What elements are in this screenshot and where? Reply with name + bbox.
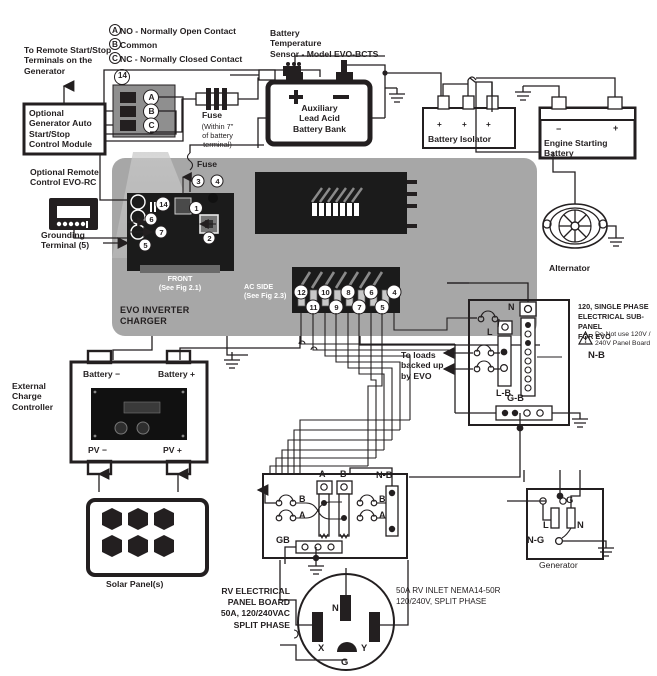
ac-terminal-7: 7 xyxy=(357,303,362,312)
ac-terminal-11: 11 xyxy=(309,303,318,312)
fuse-battery-note: (Within 7" of battery terminal) xyxy=(201,122,234,150)
rv-breaker-a-right: A xyxy=(379,510,386,520)
front-view-label: FRONT (See Fig 2.1) xyxy=(158,274,202,292)
ac-terminal-9: 9 xyxy=(334,303,339,312)
ac-terminal-5: 5 xyxy=(380,303,385,312)
inlet-terminal-y: Y xyxy=(361,642,368,653)
isolator-terminal-2: + xyxy=(462,120,467,129)
front-callout-7: 7 xyxy=(159,228,164,237)
legend-key-c: C xyxy=(109,52,121,64)
cc-pv-minus-label: PV − xyxy=(88,445,107,455)
contact-terminal-c: C xyxy=(148,120,155,130)
battery-temp-sensor-label: Battery Temperature Sensor - Model EVO-B… xyxy=(270,28,379,59)
generator-label: Generator xyxy=(539,560,578,570)
ac-side-label: AC SIDE (See Fig 2.3) xyxy=(244,282,287,300)
inlet-terminal-x: X xyxy=(318,642,325,653)
battery-isolator-label: Battery Isolator xyxy=(428,134,492,144)
rv-gb-label: GB xyxy=(276,535,290,545)
rv-panel-board-label: RV ELECTRICAL PANEL BOARD 50A, 120/240VA… xyxy=(220,586,290,630)
generator-n-label: N xyxy=(577,519,584,530)
grounding-terminal-label: Grounding Terminal (5) xyxy=(41,230,90,251)
subpanel-gb-label: G-B xyxy=(507,393,524,403)
subpanel-l-label: L xyxy=(487,327,493,337)
subpanel-nb-label: N-B xyxy=(588,350,605,361)
isolator-terminal-1: + xyxy=(437,120,442,129)
front-callout-1: 1 xyxy=(194,204,199,213)
cc-battery-plus-label: Battery + xyxy=(158,369,196,379)
rv-breaker-a-left: A xyxy=(299,510,306,520)
cc-pv-plus-label: PV + xyxy=(163,445,182,455)
rv-nb-label: N-B xyxy=(376,470,393,480)
rv-breaker-b-left: B xyxy=(299,494,306,504)
alternator-label: Alternator xyxy=(549,263,591,273)
sub-panel-warning: Do Not use 120V / 240V Panel Board xyxy=(595,331,651,347)
ac-terminal-12: 12 xyxy=(297,288,306,297)
front-callout-2: 2 xyxy=(207,234,212,243)
legend-item-c: NC - Normally Closed Contact xyxy=(120,54,243,64)
front-callout-6: 6 xyxy=(149,215,154,224)
legend-key-a: A xyxy=(109,24,121,36)
legend-key-b: B xyxy=(109,38,121,50)
front-callout-14: 14 xyxy=(159,200,168,209)
subpanel-n-label: N xyxy=(508,302,515,312)
engine-battery-terminal-minus: − xyxy=(556,124,562,134)
remote-control-label: Optional Remote Control EVO-RC xyxy=(30,167,99,188)
fuse-battery-label: Fuse xyxy=(202,110,223,120)
isolator-terminal-3: + xyxy=(486,120,491,129)
ac-terminal-8: 8 xyxy=(346,288,351,297)
cc-battery-minus-label: Battery − xyxy=(83,369,121,379)
front-callout-5: 5 xyxy=(143,241,148,250)
contact-terminal-b: B xyxy=(148,106,155,116)
rv-breaker-a-top: A xyxy=(319,469,326,479)
rv-inlet-label: 50A RV INLET NEMA14-50R 120/240V, SPLIT … xyxy=(396,586,501,606)
contact-terminal-a: A xyxy=(148,92,155,102)
generator-g-label: G xyxy=(566,494,574,505)
legend-item-a: NO - Normally Open Contact xyxy=(120,26,237,36)
rv-breaker-b-top: B xyxy=(340,469,347,479)
generator-ng-label: N-G xyxy=(527,534,545,545)
callout-14: 14 xyxy=(118,71,127,80)
ac-terminal-10: 10 xyxy=(321,288,330,297)
front-callout-4: 4 xyxy=(215,177,220,186)
solar-panels-label: Solar Panel(s) xyxy=(106,579,164,589)
gen-auto-module-label: Optional Generator Auto Start/Stop Contr… xyxy=(29,108,93,150)
remote-start-stop-label: To Remote Start/Stop Terminals on the Ge… xyxy=(24,45,112,76)
subpanel-lb-label: L-B xyxy=(496,388,511,398)
ac-terminal-4: 4 xyxy=(392,288,397,297)
engine-battery-terminal-plus: + xyxy=(613,123,619,133)
inlet-terminal-n: N xyxy=(332,602,339,613)
ac-terminal-6: 6 xyxy=(369,288,374,297)
rv-breaker-b-right: B xyxy=(379,494,386,504)
external-charge-controller-label: External Charge Controller xyxy=(12,381,54,412)
inlet-terminal-g: G xyxy=(341,656,349,667)
warning-icon xyxy=(578,331,593,345)
to-loads-label: To loads backed up by EVO xyxy=(401,350,444,381)
front-callout-3: 3 xyxy=(196,177,201,186)
generator-l-label: L xyxy=(543,519,549,530)
aux-battery-bank-label: Auxiliary Lead Acid Battery Bank xyxy=(292,103,346,134)
engine-starting-battery-label: Engine Starting Battery xyxy=(544,138,608,159)
evo-inverter-charger-label: EVO INVERTER CHARGER xyxy=(120,305,190,326)
legend-item-b: Common xyxy=(120,40,158,50)
fuse-small-label: Fuse xyxy=(197,159,218,169)
